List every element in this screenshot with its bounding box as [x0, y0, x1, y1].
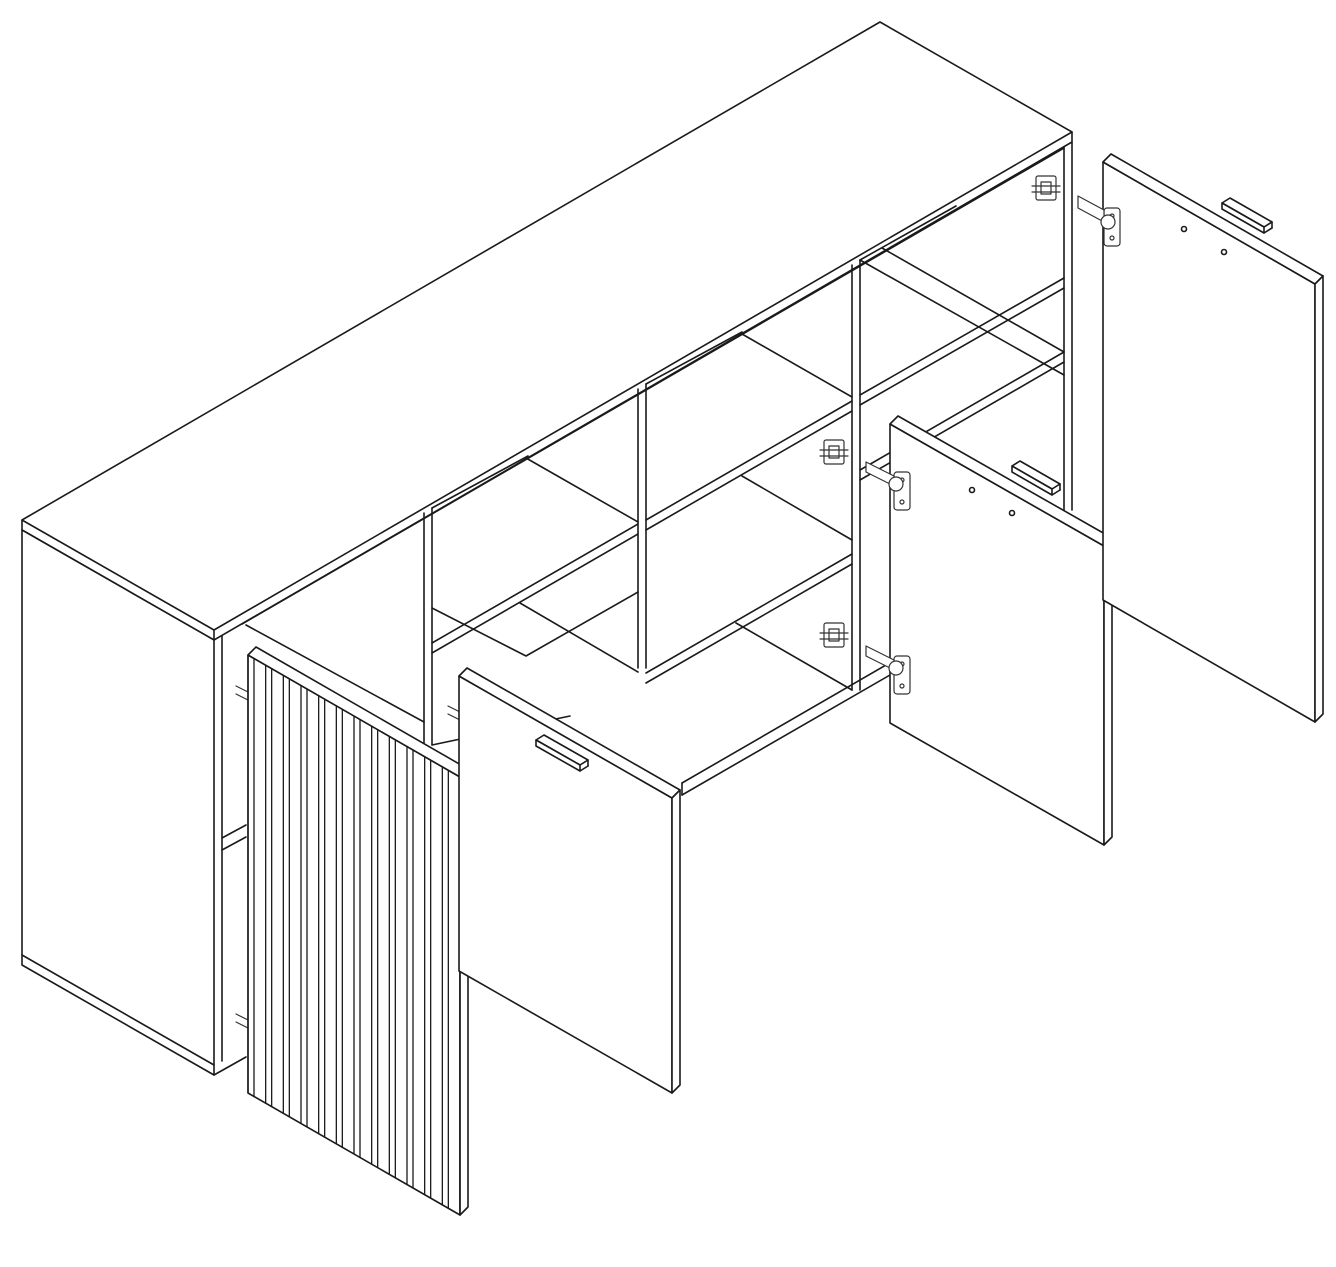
hinge-icon	[865, 645, 911, 695]
mounting-plates	[235, 175, 1061, 1029]
mounting-plate-icon	[447, 705, 461, 721]
door-2	[458, 667, 681, 1094]
shelves-compartment-2	[431, 457, 639, 673]
shelves-compartment-3	[645, 333, 853, 691]
mounting-plate-icon	[1031, 175, 1061, 201]
handle-icon	[535, 734, 589, 772]
mounting-plate-icon	[819, 439, 849, 465]
vertical-dividers	[423, 205, 1065, 746]
mounting-plate-icon	[235, 1013, 249, 1029]
handle-icon	[1221, 197, 1273, 234]
hinge-icon	[865, 461, 911, 511]
handle-icon	[1011, 460, 1061, 496]
door-1-slatted	[247, 646, 469, 1216]
mounting-plate-icon	[819, 622, 849, 648]
door-4	[1102, 153, 1324, 723]
door-1-slats	[247, 654, 461, 1216]
hinge-icon	[1077, 195, 1121, 247]
door-hinges	[865, 195, 1121, 695]
door-3	[889, 415, 1113, 846]
mounting-plate-icon	[235, 685, 249, 701]
shelves-compartment-1	[221, 624, 425, 851]
